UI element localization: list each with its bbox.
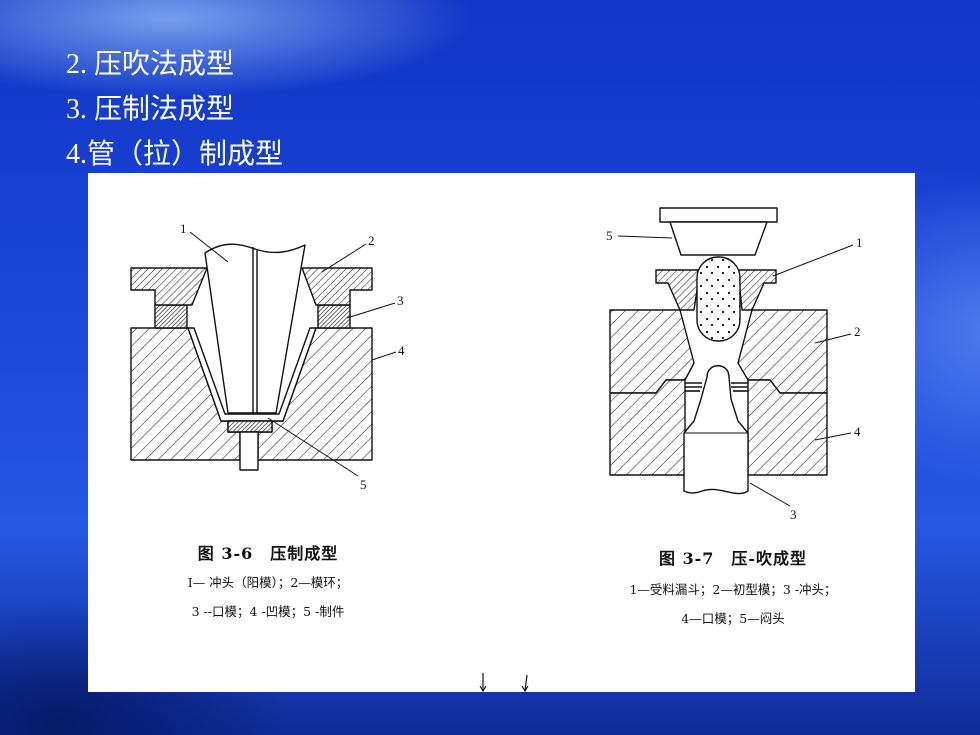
down-arrow-head-left [479,685,487,692]
figure-3-6-press-molding [130,231,397,477]
figure-3-6-title: 图 3-6 压制成型 [197,544,339,563]
bullet-press-blow: 2. 压吹法成型 [66,49,235,80]
figure-3-6-labels: 1 2 3 4 5 [180,221,405,492]
figure-drawings: 1 2 3 4 5 [130,207,863,692]
label-plunger: 3 [790,507,797,522]
figure-3-7-labels: 5 1 2 4 3 [606,228,863,522]
figure-3-7-title: 图 3-7 压-吹成型 [658,549,808,568]
leader-line-3 [749,482,791,507]
leader-line-5 [267,417,359,477]
label-neck-mold: 4 [854,424,861,439]
ejector-plate [227,420,273,433]
leader-line-3 [346,302,396,319]
die-ring-right [317,304,351,329]
punch [204,243,306,414]
funnel-wedge-left [655,269,701,311]
label-mold-ring: 2 [368,233,375,248]
figure-3-6-legend-line2: 3 --口模；4 -凹模；5 -制件 [191,604,345,619]
bullet-list: 2. 压吹法成型 3. 压制法成型 4.管（拉）制成型 [66,42,283,177]
mold-ring-right [301,267,373,306]
baffle-flange [659,207,778,223]
die-ring-left [154,304,188,329]
plunger [683,365,749,495]
bottom-marks [479,673,529,692]
label-female-die: 4 [398,343,405,358]
label-product: 5 [360,477,367,492]
down-arrow-head-right [521,685,529,692]
figure-3-7-legend-line2: 4—口模；5—闷头 [681,611,785,626]
leader-line-1 [772,244,854,277]
label-punch: 1 [180,221,187,236]
leader-line-2 [814,333,852,344]
leader-line-2 [321,243,367,273]
label-baffle: 5 [606,228,613,243]
figure-3-7-press-blow [609,207,854,507]
figure-3-7-legend-line1: 1—受料漏斗；2—初型模；3 -冲头； [629,582,837,597]
figure-3-6-legend-line1: I— 冲头（阳模）；2—模环； [187,575,349,590]
mold-ring-left [130,267,208,306]
down-arrow-mark-right [524,674,528,692]
label-parison-mold: 2 [854,324,861,339]
funnel-wedge-right [737,269,777,311]
leader-line-1 [189,231,229,263]
bullet-tube-drawing: 4.管（拉）制成型 [66,139,284,170]
ejector-rod [239,431,259,471]
neck-ring-stripes [685,382,748,392]
label-die-ring: 3 [397,293,404,308]
baffle-body [669,221,768,256]
leader-line-4 [371,351,397,361]
lower-block-left [609,379,686,476]
label-funnel: 1 [856,235,863,250]
figure-panel: 1 2 3 4 5 [88,173,915,692]
glass-gob [696,256,741,342]
leader-line-5 [617,235,673,239]
leader-line-4 [814,432,852,441]
lower-block-right [747,379,828,476]
bullet-press: 3. 压制法成型 [66,94,235,125]
